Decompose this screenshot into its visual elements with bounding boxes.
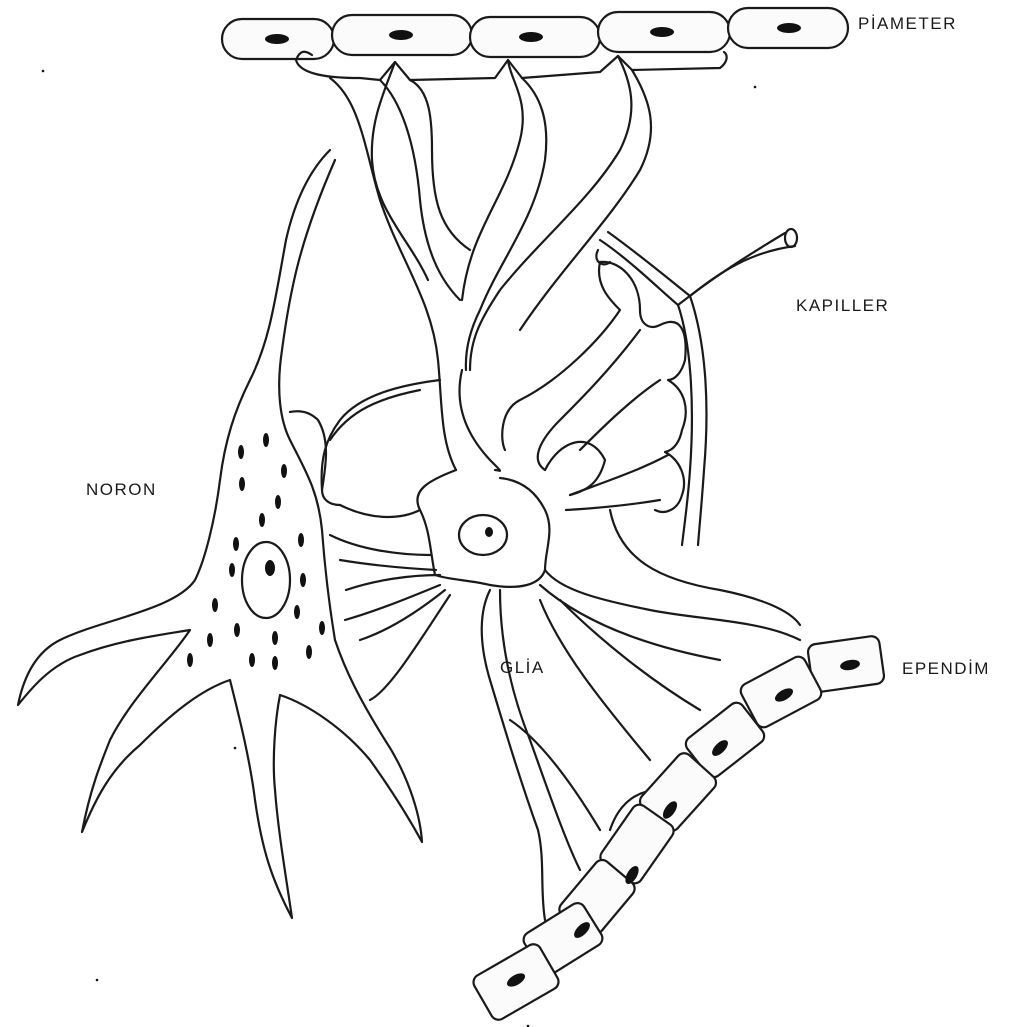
glia-cell-body xyxy=(417,470,549,587)
pia-nucleus xyxy=(265,34,289,44)
piameter-cell-layer xyxy=(222,8,848,59)
glia-processes-to-neuron xyxy=(290,380,450,700)
neuron xyxy=(18,150,422,918)
label-noron: NORON xyxy=(86,480,157,500)
label-glia: GLİA xyxy=(500,658,545,678)
pia-nucleus xyxy=(650,27,674,37)
glia-end-feet-capillary xyxy=(502,262,685,512)
glia-nucleus-outline xyxy=(459,515,507,555)
pia-nucleus xyxy=(777,23,801,33)
pia-nucleus xyxy=(519,32,543,42)
background-specks xyxy=(42,70,757,1027)
neuron-nucleolus xyxy=(265,560,275,576)
glia-nucleus xyxy=(485,527,493,537)
pia-nucleus xyxy=(389,30,413,40)
capillary xyxy=(596,229,797,545)
label-piameter: PİAMETER xyxy=(858,14,957,34)
ependymal-layer xyxy=(471,635,885,1022)
neuron-nucleus-outline xyxy=(242,542,290,618)
label-ependim: EPENDİM xyxy=(902,659,990,679)
label-kapiller: KAPILLER xyxy=(796,296,889,316)
capillary-opening xyxy=(785,229,797,247)
